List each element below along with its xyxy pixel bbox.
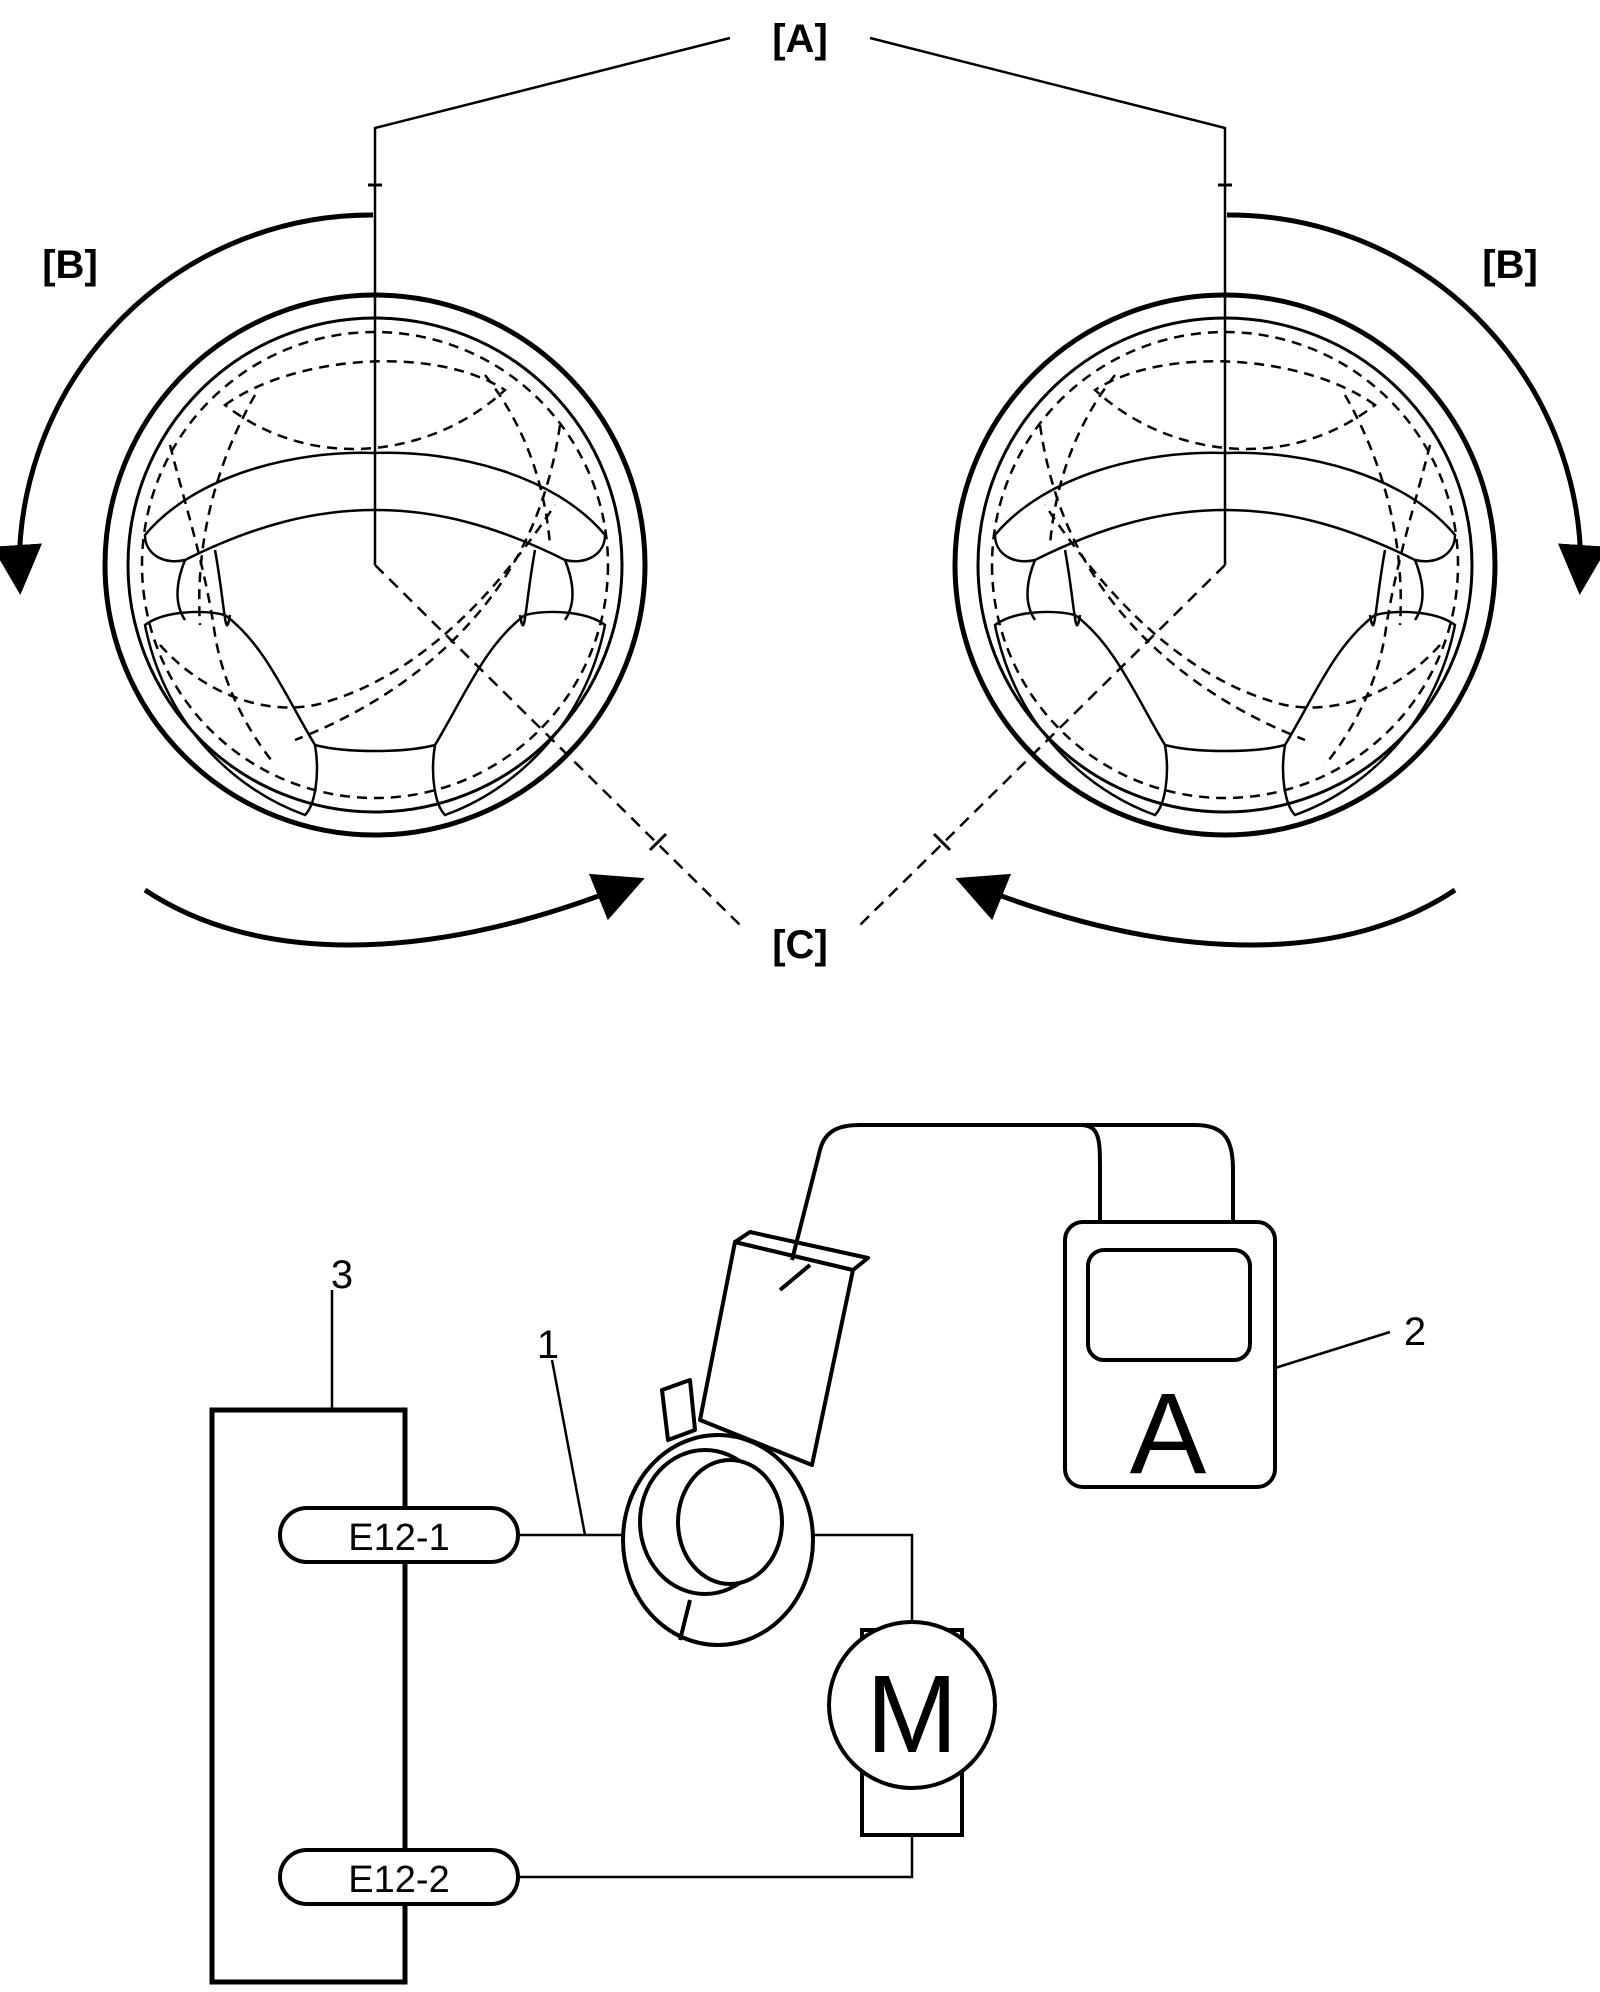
connector-e12-2-label: E12-2 [348, 1859, 449, 1901]
label-b-left: [B] [42, 243, 98, 287]
motor-label: M [866, 1653, 958, 1776]
callout-1-leader [550, 1359, 587, 1536]
rim-ticks [368, 183, 1232, 852]
motor: M [827, 1620, 997, 1837]
callout-1: 1 [537, 1323, 559, 1367]
connector-e12-1: E12-1 [278, 1506, 520, 1564]
rotation-arrow-right-b [1226, 212, 1600, 595]
rotation-arrow-left-b [0, 212, 374, 595]
ammeter-label: A [1130, 1370, 1207, 1498]
rotation-arrow-left-bottom [143, 873, 645, 948]
connector-e12-1-label: E12-1 [348, 1517, 449, 1559]
clamp-probe [621, 1230, 870, 1647]
label-a-leader [373, 36, 1227, 565]
label-b-right: [B] [1482, 243, 1538, 287]
rotation-arrow-right-bottom [955, 873, 1457, 948]
label-a: [A] [772, 17, 828, 61]
ammeter: A [1063, 1220, 1277, 1498]
ecu-box [209, 1407, 408, 1985]
probe-cable-branch [1079, 1123, 1102, 1222]
label-c-leader [374, 564, 1226, 926]
callout-2-leader [1274, 1330, 1391, 1370]
connector-e12-2: E12-2 [278, 1848, 520, 1906]
label-c: [C] [772, 923, 828, 967]
callout-3: 3 [331, 1253, 353, 1297]
probe-cable [790, 1123, 1235, 1261]
callout-2: 2 [1404, 1310, 1426, 1354]
